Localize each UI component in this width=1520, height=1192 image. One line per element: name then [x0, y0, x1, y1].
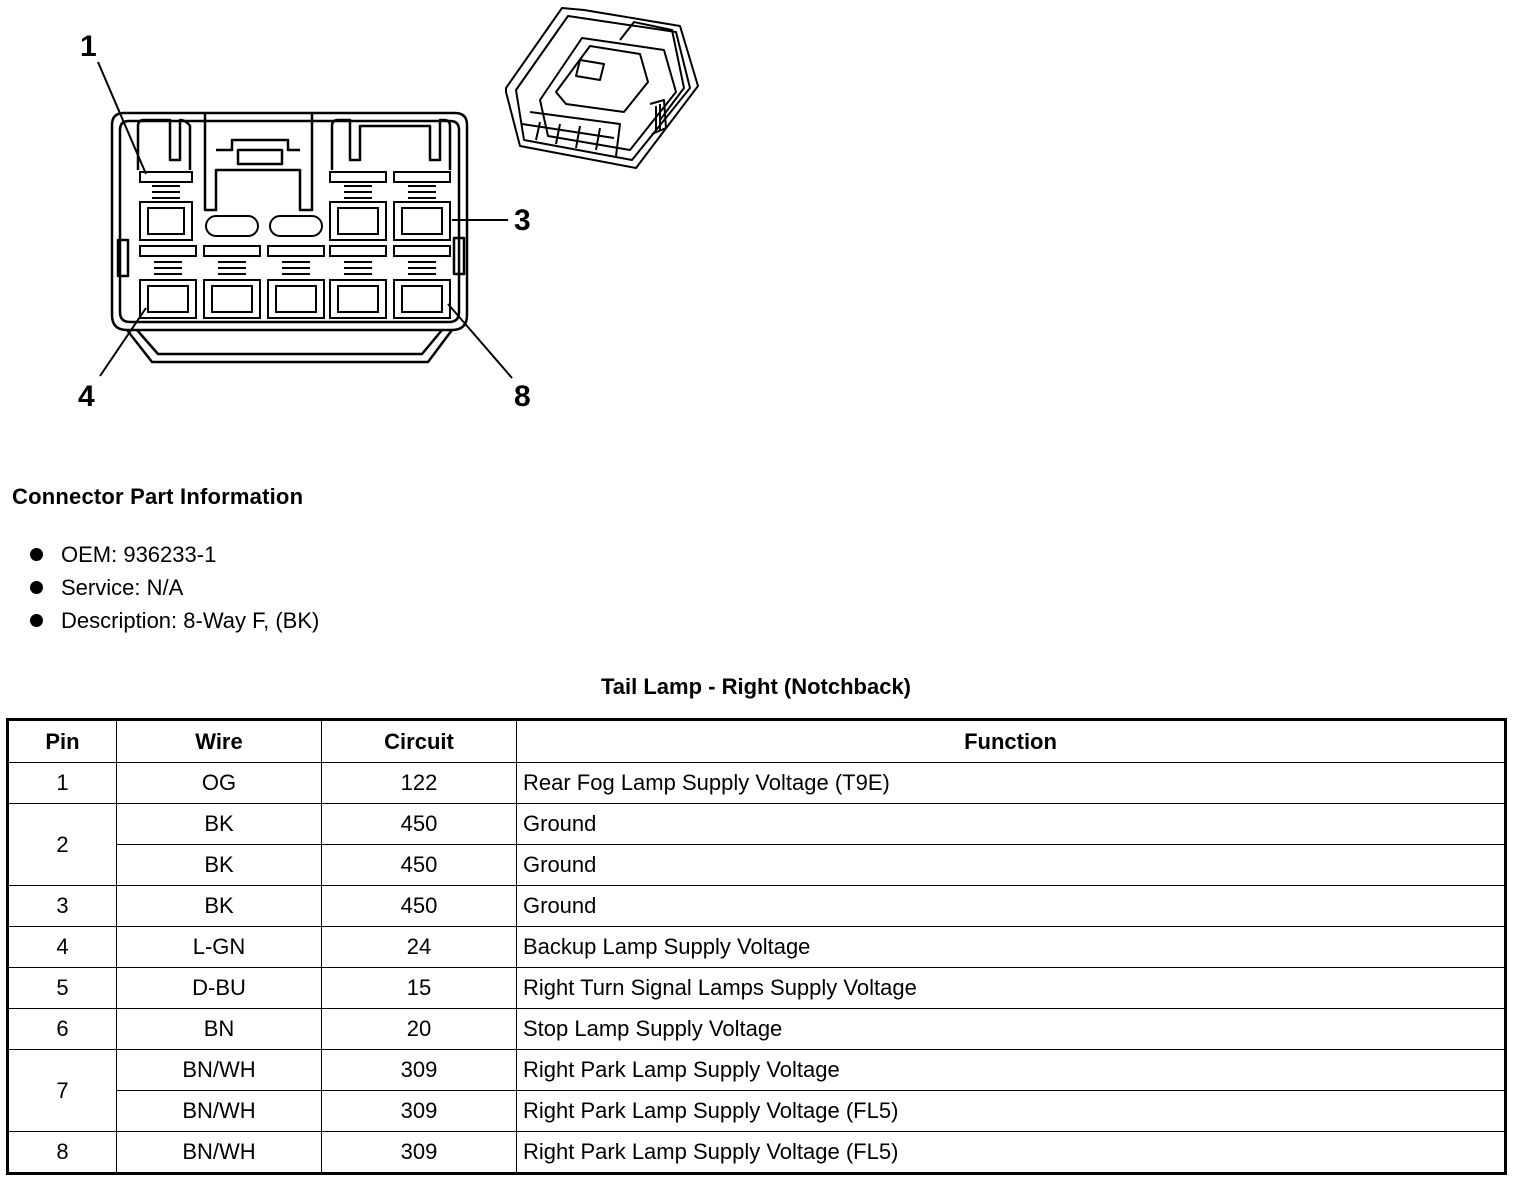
cell-wire: BN/WH [116, 1090, 322, 1132]
table-row: 8 BN/WH 309 Right Park Lamp Supply Volta… [7, 1131, 1506, 1174]
cell-wire: D-BU [116, 967, 322, 1009]
table-row: 6 BN 20 Stop Lamp Supply Voltage [7, 1008, 1506, 1050]
cell-function: Rear Fog Lamp Supply Voltage (T9E) [516, 762, 1506, 804]
description-text: Description: 8-Way F, (BK) [61, 607, 320, 633]
cell-circuit: 309 [321, 1049, 517, 1091]
cavity-pin-3 [393, 171, 451, 241]
cell-function: Right Turn Signal Lamps Supply Voltage [516, 967, 1506, 1009]
cell-wire: BK [116, 803, 322, 845]
cell-pin: 5 [7, 967, 117, 1009]
plugged-slot [269, 215, 323, 237]
connector-info-list: OEM: 936233-1 Service: N/A Description: … [30, 538, 319, 637]
leader-line-pin-4 [99, 307, 147, 377]
cell-circuit: 309 [321, 1090, 517, 1132]
table-row: BN/WH 309 Right Park Lamp Supply Voltage… [8, 1090, 1506, 1132]
cell-function: Right Park Lamp Supply Voltage [516, 1049, 1506, 1091]
service-text: Service: N/A [61, 574, 184, 600]
connector-skirt [126, 329, 453, 364]
connector-isometric-view [505, 7, 699, 169]
header-wire: Wire [116, 719, 322, 763]
list-item: Service: N/A [30, 571, 319, 604]
cell-circuit: 122 [321, 762, 517, 804]
callout-pin-4: 4 [78, 380, 95, 413]
table-row: 4 L-GN 24 Backup Lamp Supply Voltage [7, 926, 1506, 968]
header-function: Function [516, 719, 1506, 763]
cell-circuit: 15 [321, 967, 517, 1009]
cavity-pin-1 [139, 171, 193, 241]
cell-wire: OG [116, 762, 322, 804]
table-header-row: Pin Wire Circuit Function [7, 719, 1506, 763]
oem-text: OEM: 936233-1 [61, 541, 217, 567]
cell-function: Ground [516, 885, 1506, 927]
cavity-pin-6 [267, 245, 325, 319]
callout-pin-3: 3 [514, 204, 531, 237]
table-row: 1 OG 122 Rear Fog Lamp Supply Voltage (T… [7, 762, 1506, 804]
cell-pin: 6 [7, 1008, 117, 1050]
cell-pin: 2 [7, 803, 117, 886]
cavity-pin-7 [329, 245, 387, 319]
leader-line-pin-1 [97, 61, 147, 175]
cell-circuit: 20 [321, 1008, 517, 1050]
cell-wire: BN [116, 1008, 322, 1050]
cell-wire: BN/WH [116, 1131, 322, 1174]
cell-wire: BK [116, 844, 322, 886]
cell-circuit: 24 [321, 926, 517, 968]
cell-function: Backup Lamp Supply Voltage [516, 926, 1506, 968]
cell-pin: 7 [7, 1049, 117, 1132]
callout-pin-8: 8 [514, 380, 531, 413]
cell-pin: 4 [7, 926, 117, 968]
pinout-table: Pin Wire Circuit Function 1 OG 122 Rear … [6, 718, 1507, 1175]
cell-wire: BN/WH [116, 1049, 322, 1091]
table-row: 5 D-BU 15 Right Turn Signal Lamps Supply… [7, 967, 1506, 1009]
list-item: Description: 8-Way F, (BK) [30, 604, 319, 637]
connector-info-title: Connector Part Information [12, 484, 304, 509]
table-row: 2 BK 450 Ground [7, 803, 1506, 886]
cavity-pin-2a [329, 171, 387, 241]
table-title: Tail Lamp - Right (Notchback) [600, 674, 912, 699]
cell-circuit: 450 [321, 844, 517, 886]
header-pin: Pin [7, 719, 117, 763]
cell-wire: BK [116, 885, 322, 927]
cell-function: Ground [516, 844, 1506, 886]
cell-pin: 8 [7, 1131, 117, 1174]
table-row: BK 450 Ground [8, 844, 1506, 886]
cavity-pin-8 [393, 245, 451, 319]
cell-function: Right Park Lamp Supply Voltage (FL5) [516, 1090, 1506, 1132]
connector-face-diagram: 1 3 4 8 [78, 7, 699, 413]
bullet-icon [30, 614, 43, 627]
cell-pin: 3 [7, 885, 117, 927]
cavity-pin-5 [203, 245, 261, 319]
cavity-pin-4 [139, 245, 197, 319]
callout-pin-1: 1 [80, 30, 97, 63]
connector-housing [110, 111, 469, 332]
cell-function: Right Park Lamp Supply Voltage (FL5) [516, 1131, 1506, 1174]
cell-function: Stop Lamp Supply Voltage [516, 1008, 1506, 1050]
cell-circuit: 450 [321, 803, 517, 845]
table-row: 3 BK 450 Ground [7, 885, 1506, 927]
bullet-icon [30, 581, 43, 594]
cell-circuit: 450 [321, 885, 517, 927]
list-item: OEM: 936233-1 [30, 538, 319, 571]
table-row: 7 BN/WH 309 Right Park Lamp Supply Volta… [7, 1049, 1506, 1132]
cell-circuit: 309 [321, 1131, 517, 1174]
cell-pin: 1 [7, 762, 117, 804]
leader-line-pin-8 [447, 303, 513, 379]
plugged-slot [205, 215, 259, 237]
cell-wire: L-GN [116, 926, 322, 968]
header-circuit: Circuit [321, 719, 517, 763]
cell-function: Ground [516, 803, 1506, 845]
bullet-icon [30, 548, 43, 561]
